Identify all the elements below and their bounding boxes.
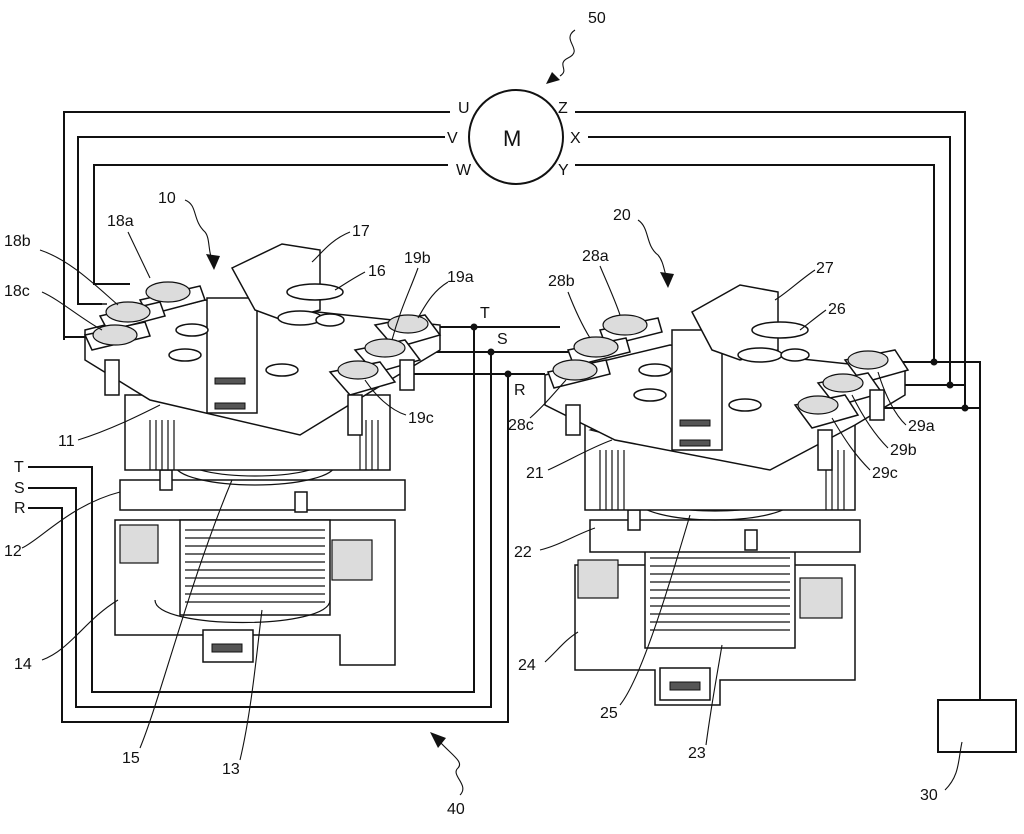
ref-16: 16 — [368, 263, 386, 280]
frame-22 — [589, 519, 861, 553]
contact-18a — [145, 281, 191, 303]
motor-circle — [468, 89, 564, 185]
ref-15: 15 — [122, 750, 140, 767]
contactor-2: 20 28a 28b 28c 27 26 29a 29b 29c 21 22 2… — [508, 207, 935, 762]
ref-22: 22 — [514, 544, 532, 561]
contact-18b — [105, 301, 151, 323]
coil-13 — [179, 519, 331, 616]
ref-11: 11 — [58, 433, 75, 450]
ref-wiring: 40 — [447, 801, 465, 818]
mid-label-r: R — [514, 382, 526, 399]
terminal-x: X — [570, 130, 581, 147]
line-r — [28, 373, 545, 723]
ref-controller: 30 — [920, 787, 938, 804]
ref-19a: 19a — [447, 269, 474, 286]
wire-w — [93, 164, 448, 285]
ref-21: 21 — [526, 465, 544, 482]
contact-19c — [337, 360, 379, 380]
bracket-17 — [230, 243, 321, 321]
left-label-r: R — [14, 500, 26, 517]
contacts-28 — [546, 314, 663, 389]
ref-19b: 19b — [404, 250, 431, 267]
coil-windings — [185, 529, 325, 603]
controller-box — [937, 699, 1017, 753]
ref-29c: 29c — [872, 465, 898, 482]
power-lines: T S R T S R 40 — [14, 305, 570, 818]
ref-12: 12 — [4, 543, 22, 560]
ref-23: 23 — [688, 745, 706, 762]
ref-14: 14 — [14, 656, 32, 673]
ref-motor: 50 — [588, 10, 606, 27]
contact-29c — [797, 395, 839, 415]
contact-19a — [387, 314, 429, 334]
ref-29b: 29b — [890, 442, 917, 459]
ref-18b: 18b — [4, 233, 31, 250]
motor-leader — [559, 29, 576, 77]
ref-25: 25 — [600, 705, 618, 722]
motor-label: M — [503, 126, 521, 151]
left-label-t: T — [14, 459, 24, 476]
ref-26: 26 — [828, 301, 846, 318]
contact-28b — [573, 336, 619, 358]
ref-27: 27 — [816, 260, 834, 277]
fins-left-1 — [149, 420, 379, 470]
ref-13: 13 — [222, 761, 240, 778]
ref-contactor-1: 10 — [158, 190, 176, 207]
terminal-z: Z — [558, 100, 568, 117]
wiring-leader — [439, 741, 464, 796]
wire-y — [575, 164, 935, 362]
terminal-y: Y — [558, 162, 569, 179]
contact-19b — [364, 338, 406, 358]
terminal-v: V — [447, 130, 458, 147]
line-t — [28, 326, 560, 693]
ref-18c: 18c — [4, 283, 30, 300]
motor-arrow — [546, 72, 560, 84]
wiring-arrow — [430, 732, 446, 748]
ref-17: 17 — [352, 223, 370, 240]
mid-label-t: T — [480, 305, 490, 322]
ref-contactor-2: 20 — [613, 207, 631, 224]
contact-28c — [552, 359, 598, 381]
wire-z — [575, 111, 966, 408]
ref-28c: 28c — [508, 417, 534, 434]
bracket-27 — [690, 284, 779, 361]
contacts-18 — [83, 281, 206, 351]
terminal-u: U — [458, 100, 470, 117]
wire-x — [588, 136, 951, 385]
arm-26 — [751, 321, 809, 339]
ref-28a: 28a — [582, 248, 609, 265]
left-label-s: S — [14, 480, 25, 497]
contactor-1: 10 18a 18b 18c 17 16 19b 19a 19c 11 12 1… — [4, 190, 474, 778]
contact-28a — [602, 314, 648, 336]
ref-28b: 28b — [548, 273, 575, 290]
ref-18a: 18a — [107, 213, 134, 230]
coil-windings-2 — [650, 557, 790, 631]
contact-18c — [92, 324, 138, 346]
ref-29a: 29a — [908, 418, 935, 435]
contact-29a — [847, 350, 889, 370]
motor: M U V W Z X Y 50 — [447, 10, 606, 185]
arm-16 — [286, 283, 344, 301]
ref-24: 24 — [518, 657, 536, 674]
contacts-19 — [328, 314, 442, 396]
line-s — [28, 351, 570, 708]
contact-29b — [822, 373, 864, 393]
ref-19c: 19c — [408, 410, 434, 427]
mid-label-s: S — [497, 331, 508, 348]
center-post-1 — [206, 297, 258, 414]
controller-30: 30 — [920, 699, 1017, 804]
terminal-w: W — [456, 162, 472, 179]
